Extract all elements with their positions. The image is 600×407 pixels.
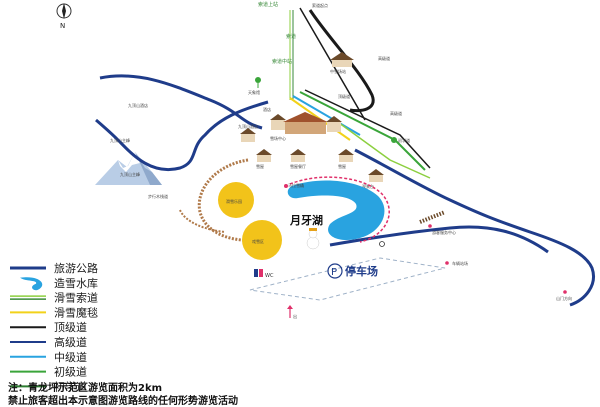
tourist-center-label: 游客服务中心 <box>432 229 456 235</box>
snow-house-3-label: 雪屋 <box>338 163 346 169</box>
parking-icon <box>327 263 343 279</box>
legend-label: 滑雪索道 <box>54 291 98 305</box>
cableway-top-station-label: 索道上站 <box>258 1 278 8</box>
road-exit-marker <box>563 290 567 294</box>
legend-item: 滑雪索道 <box>10 291 98 305</box>
lodge-center-label: 雪场中心 <box>270 135 286 141</box>
crescent-lake <box>287 180 385 241</box>
left-road-label: 九顶山酒店 <box>128 102 148 108</box>
wc-label: WC <box>265 273 274 279</box>
snow-park-area <box>218 182 254 218</box>
middle-station-lodge-icon <box>330 52 354 67</box>
peak-path-label: 顶级道 <box>338 93 350 99</box>
lodge-right-label: 高级道 <box>378 55 390 61</box>
tourist-road-bottom <box>329 225 549 254</box>
legend-label: 顶级道 <box>54 320 87 334</box>
beginner-area-icon <box>391 137 397 143</box>
boardwalk-path <box>197 158 256 242</box>
snowman-icon <box>306 228 320 250</box>
legend-swatch <box>10 295 46 300</box>
boardwalk-path-lower <box>179 209 226 233</box>
legend-item: 旅游公路 <box>10 261 98 275</box>
lake-shore-path <box>289 176 390 243</box>
cableway-label: 索道 <box>286 33 296 40</box>
legend-label: 滑雪魔毯 <box>54 305 98 319</box>
cableway-middle-station-label: 索道中站 <box>272 58 292 65</box>
jiuding-hotel-icon <box>240 128 256 142</box>
parking-symbol: P <box>331 267 337 278</box>
water-tower-label: 天象馆 <box>248 89 260 95</box>
legend-label: 初学道 <box>54 379 87 393</box>
boardwalk-label: 步行木栈道 <box>148 193 168 199</box>
tourist-center-marker <box>428 224 432 228</box>
legend-item: 高级道 <box>10 335 87 349</box>
tourist-road-right <box>354 148 595 307</box>
parking-area <box>249 257 446 301</box>
legend-label: 初级道 <box>54 365 87 379</box>
bus-stop-label: 车辆站场 <box>452 260 468 266</box>
snow-park-label: 滑雪乐园 <box>226 198 242 204</box>
middle-station-building-label: 中雪场站 <box>330 68 346 74</box>
intermediate-run <box>292 95 361 136</box>
snow-house-2-label: 雪屋餐厅 <box>290 163 306 169</box>
railway-track <box>419 210 446 224</box>
mountain-name-label: 九顶山主峰 <box>120 171 140 177</box>
mountain-icon <box>95 152 162 185</box>
legend-item: 滑雪魔毯 <box>10 305 98 319</box>
road-exit-label: 山门方向 <box>556 295 572 301</box>
snow-house-1-label: 雪屋 <box>256 163 264 169</box>
wc-icon <box>254 269 263 277</box>
legend-item: 顶级道 <box>10 320 87 334</box>
note-line-1: 注：青龙坪示范区游览面积为2km <box>8 383 163 394</box>
compass-label: N <box>60 22 65 30</box>
jiuding-hotel-label: 九顶山酒店 <box>238 123 258 129</box>
advanced-run <box>304 89 431 169</box>
tourist-road-main <box>95 100 269 172</box>
lodge-right2-label: 高级道 <box>390 110 402 116</box>
exit-label: 出 <box>293 313 297 319</box>
hotel-label: 酒店 <box>263 106 271 112</box>
legend-item: 造雪水库 <box>20 276 98 291</box>
exit-arrow-icon <box>287 305 293 318</box>
ski-lodge-building-icon <box>270 112 342 134</box>
left-road-label-2: 九顶山主峰 <box>110 137 130 143</box>
legend-item: 中级道 <box>10 350 87 364</box>
legend-label: 中级道 <box>54 350 87 364</box>
village-label: 观景台 <box>362 183 374 189</box>
horse-area-marker <box>284 184 288 188</box>
top-run <box>308 9 375 113</box>
legend-label: 造雪水库 <box>54 276 98 290</box>
legend-label: 高级道 <box>54 335 87 349</box>
fun-snow-label: 戏雪区 <box>252 238 264 244</box>
legend-label: 旅游公路 <box>54 261 98 275</box>
fun-snow-area <box>242 220 282 260</box>
cable-lower <box>334 119 431 179</box>
crescent-lake-label: 月牙湖 <box>289 213 323 227</box>
tourist-road-upper <box>99 74 263 130</box>
service-area-icon <box>379 241 385 247</box>
cableway-peak-label: 索道起点 <box>312 2 328 8</box>
parking-label: 停车场 <box>345 264 378 278</box>
compass-icon: N <box>56 3 72 30</box>
water-tower-icon <box>255 77 261 88</box>
legend-item: 初学道 <box>10 379 87 393</box>
beginner-area-label: 初学道 <box>398 137 410 143</box>
legend-item: 初级道 <box>10 365 87 379</box>
horse-area-label: 马拉雪橇 <box>288 182 304 188</box>
snow-house-icon <box>256 149 384 182</box>
bus-stop-marker <box>445 261 449 265</box>
legend-swatch <box>20 277 43 291</box>
